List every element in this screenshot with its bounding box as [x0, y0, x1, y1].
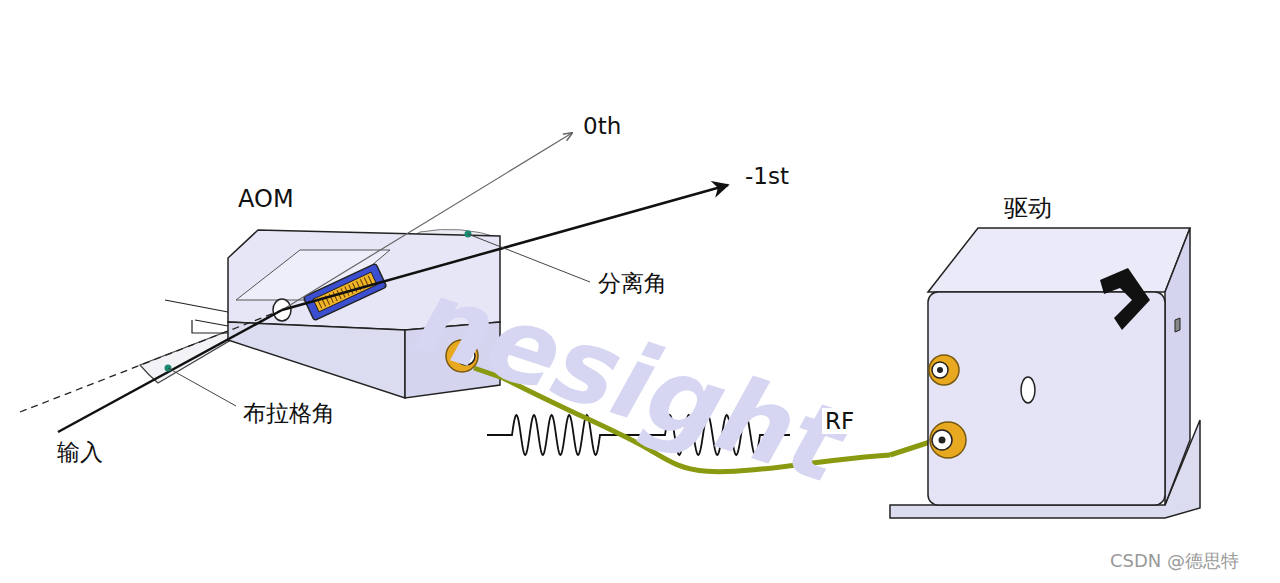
input-marks: [165, 300, 228, 333]
cable-stub: [890, 442, 930, 455]
aom-device: AOM: [228, 185, 503, 400]
driver-body: [890, 228, 1200, 518]
angle-label: 分离角: [598, 268, 667, 299]
order-label: -1st: [745, 163, 789, 189]
device-label: 驱动: [1004, 192, 1205, 224]
order-label: 0th: [583, 113, 621, 139]
watermark: CSDN @德思特: [1110, 549, 1239, 573]
driver-device: 驱动: [890, 192, 1205, 522]
input-beam-extension: [20, 310, 282, 412]
device-label: AOM: [238, 185, 503, 213]
angle-label: 布拉格角: [243, 398, 335, 429]
input-label: 输入: [57, 437, 103, 468]
signal-label: RF: [822, 408, 857, 434]
leader-line: [168, 368, 236, 406]
